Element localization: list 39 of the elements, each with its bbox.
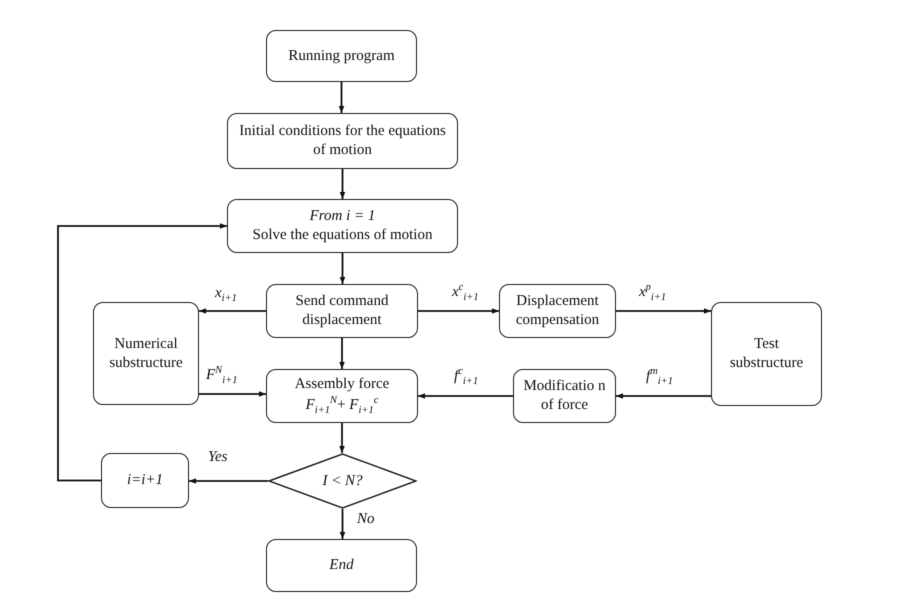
node-text: Assembly force — [294, 375, 390, 394]
arrow — [339, 338, 345, 369]
process-box — [513, 369, 616, 423]
node-text: Displacement compensation — [514, 292, 600, 330]
process-box — [711, 302, 822, 406]
node-text: I < N? — [322, 472, 363, 490]
arrow — [199, 391, 266, 397]
process-box — [101, 453, 189, 508]
node-text: Initial conditions for the equations of motion — [238, 122, 447, 160]
arrow — [339, 423, 345, 453]
process-box — [93, 302, 199, 405]
arrow — [418, 393, 513, 399]
node-text: i=i+1 — [126, 471, 164, 490]
node-text: Modificatio n of force — [522, 377, 607, 415]
arrow — [340, 509, 346, 539]
arrow — [338, 82, 344, 113]
loop-start-label: From i = 1 — [310, 207, 376, 226]
arrow — [418, 308, 499, 314]
node-text: Send command displacement — [294, 292, 390, 330]
process-box — [266, 369, 418, 423]
arrow — [340, 169, 346, 199]
arrow — [57, 223, 227, 482]
arrow — [616, 308, 711, 314]
arrow — [199, 308, 266, 314]
process-box — [266, 284, 418, 338]
process-box — [227, 199, 458, 253]
decision-diamond — [268, 453, 417, 509]
process-box — [266, 539, 417, 592]
process-box — [227, 113, 458, 169]
node-text: Solve the equations of motion — [252, 226, 432, 245]
node-text: End — [329, 556, 354, 575]
arrow — [616, 393, 711, 399]
process-box — [266, 30, 417, 82]
node-text: Running program — [288, 46, 395, 66]
node-text: Numerical substructure — [108, 334, 184, 372]
process-box — [499, 284, 616, 338]
arrow — [189, 478, 268, 484]
node-text: Test substructure — [728, 335, 804, 373]
arrow — [340, 253, 346, 284]
